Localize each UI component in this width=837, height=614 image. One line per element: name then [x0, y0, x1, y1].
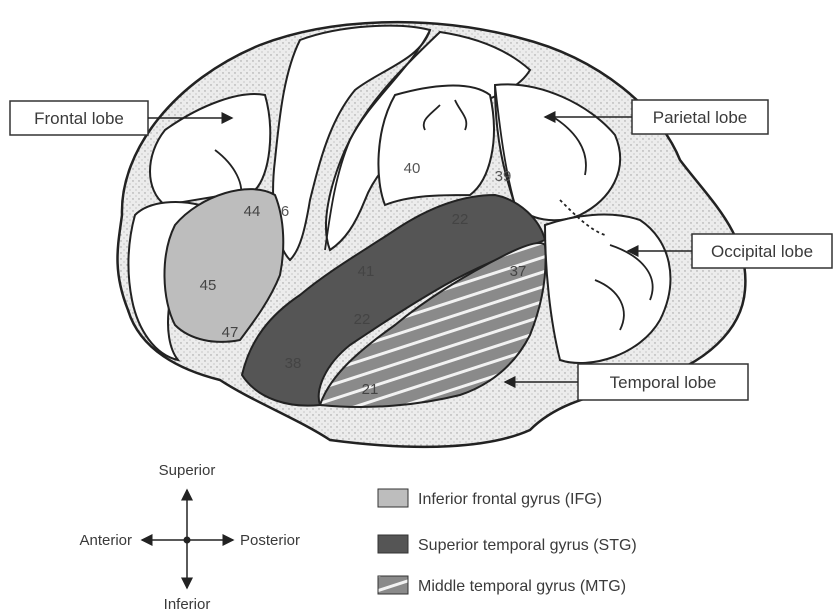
- direction-compass: Superior Inferior Anterior Posterior: [79, 462, 300, 613]
- occipital-lobe-text: Occipital lobe: [711, 242, 813, 261]
- area-22-top-label: 22: [452, 211, 469, 228]
- legend-item-mtg: Middle temporal gyrus (MTG): [378, 576, 626, 595]
- legend-item-stg: Superior temporal gyrus (STG): [378, 535, 637, 554]
- area-38-label: 38: [285, 355, 302, 372]
- legend-label-mtg: Middle temporal gyrus (MTG): [418, 578, 626, 595]
- legend-label-stg: Superior temporal gyrus (STG): [418, 537, 637, 554]
- legend-item-ifg: Inferior frontal gyrus (IFG): [378, 489, 602, 508]
- legend-swatch-mtg: [378, 576, 408, 594]
- area-37-label: 37: [510, 263, 527, 280]
- area-41-label: 41: [358, 263, 375, 280]
- area-44-label: 44: [244, 203, 261, 220]
- area-6-label: 6: [281, 203, 289, 220]
- area-21-label: 21: [362, 381, 379, 398]
- direction-inferior: Inferior: [164, 596, 211, 613]
- legend-swatch-stg: [378, 535, 408, 553]
- direction-superior: Superior: [159, 462, 216, 479]
- frontal-lobe-text: Frontal lobe: [34, 109, 124, 128]
- parietal-lobe-text: Parietal lobe: [653, 108, 748, 127]
- legend: Inferior frontal gyrus (IFG) Superior te…: [378, 489, 637, 595]
- compass-center-dot: [184, 537, 191, 544]
- area-22-mid-label: 22: [354, 311, 371, 328]
- area-47-label: 47: [222, 324, 239, 341]
- area-45-label: 45: [200, 277, 217, 294]
- direction-posterior: Posterior: [240, 532, 300, 549]
- area-40-label: 40: [404, 160, 421, 177]
- legend-swatch-ifg: [378, 489, 408, 507]
- direction-anterior: Anterior: [79, 532, 132, 549]
- temporal-lobe-text: Temporal lobe: [610, 373, 717, 392]
- area-39-label: 39: [495, 168, 512, 185]
- legend-label-ifg: Inferior frontal gyrus (IFG): [418, 491, 602, 508]
